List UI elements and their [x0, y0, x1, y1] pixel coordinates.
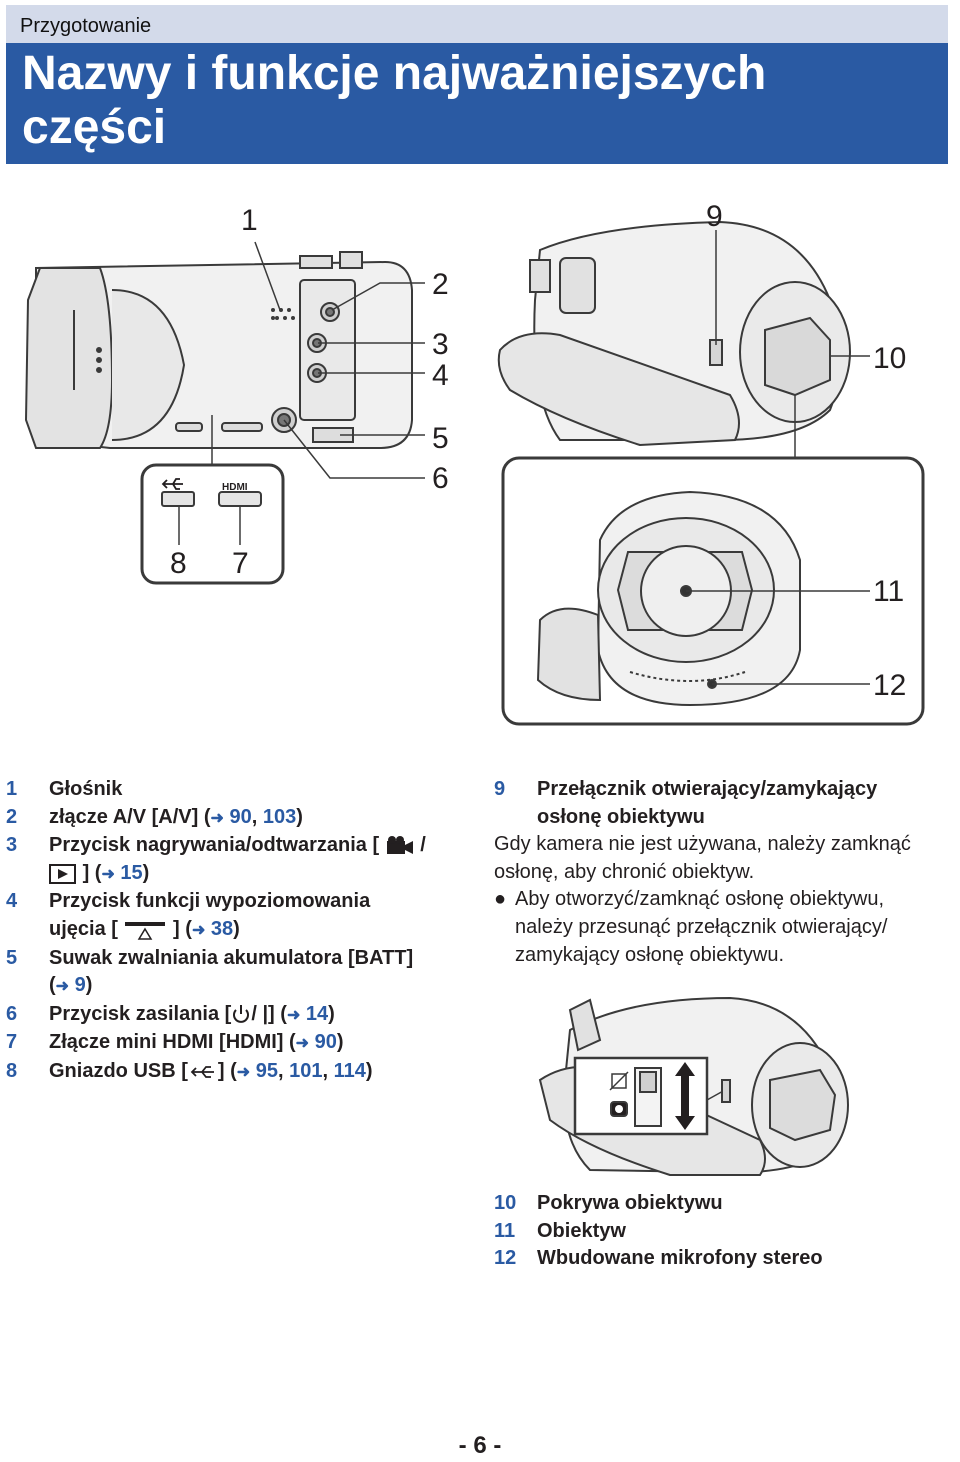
- item-number: 2: [6, 805, 18, 828]
- callout-7: 7: [232, 547, 249, 580]
- callout-5: 5: [432, 422, 449, 455]
- callout-9: 9: [706, 200, 723, 233]
- item-number: 5: [6, 946, 18, 969]
- page-ref-link[interactable]: 101: [289, 1059, 323, 1082]
- list-item: 1 Głośnik: [6, 776, 476, 804]
- page-title: Nazwy i funkcje najważniejszych części: [22, 47, 767, 154]
- item-number: 9: [494, 778, 506, 800]
- title-banner: Nazwy i funkcje najważniejszych części: [6, 43, 948, 164]
- page-ref-link[interactable]: 90: [314, 1031, 337, 1054]
- section-header: Przygotowanie: [6, 5, 948, 43]
- list-item: 4 Przycisk funkcji wypoziomowania ujęcia…: [6, 890, 371, 940]
- part9-note: Gdy kamera nie jest używana, należy zamk…: [494, 833, 911, 883]
- item-number: 1: [6, 778, 18, 800]
- list-item: 7 Złącze mini HDMI [HDMI] (➜ 90): [6, 1029, 476, 1058]
- list-item: 3 Przycisk nagrywania/odtwarzania [ / ] …: [6, 834, 426, 884]
- list-item: 11 Obiektyw: [494, 1218, 954, 1246]
- callout-1: 1: [241, 204, 258, 237]
- item-number: 8: [6, 1059, 18, 1082]
- arrow-icon: ➜: [295, 1035, 310, 1053]
- camera-front-view: [497, 220, 851, 447]
- page-ref-link[interactable]: 114: [333, 1059, 366, 1082]
- lens-switch-illustration: [538, 996, 849, 1176]
- callout-2: 2: [432, 268, 449, 301]
- item-number: 4: [6, 890, 18, 913]
- arrow-icon: ➜: [236, 1063, 251, 1081]
- list-item: 9 Przełącznik otwierający/zamykający osł…: [494, 778, 878, 828]
- callout-4: 4: [432, 359, 449, 392]
- list-item: 5 Suwak zwalniania akumulatora [BATT] (➜…: [6, 946, 414, 997]
- arrow-icon: ➜: [101, 865, 115, 883]
- item-number: 7: [6, 1031, 18, 1054]
- parts-list-left: 1 Głośnik 2 złącze A/V [A/V] (➜ 90, 103)…: [6, 776, 476, 1087]
- item-number: 11: [494, 1219, 516, 1242]
- item-label: Wbudowane mikrofony stereo: [537, 1247, 823, 1270]
- level-shot-icon: [125, 921, 166, 940]
- item-label: Głośnik: [49, 778, 123, 800]
- page-ref-link[interactable]: 9: [74, 974, 86, 997]
- play-icon: [49, 863, 76, 884]
- section-label: Przygotowanie: [20, 15, 152, 37]
- callout-6: 6: [432, 462, 449, 495]
- hdmi-port-label: HDMI: [222, 482, 248, 493]
- callout-3: 3: [432, 328, 449, 361]
- callout-10: 10: [873, 342, 906, 375]
- page-ref-link[interactable]: 90: [229, 805, 252, 828]
- list-item: 12 Wbudowane mikrofony stereo: [494, 1245, 954, 1273]
- page-ref-link[interactable]: 15: [120, 861, 143, 884]
- page-ref-link[interactable]: 14: [305, 1002, 329, 1025]
- camera-illustration: HDMI 1 2 3 4 5 6 7 8 9 10 11 12: [24, 200, 925, 726]
- item-number: 12: [494, 1247, 517, 1270]
- item-label: Obiektyw: [537, 1219, 626, 1242]
- list-item: 2 złącze A/V [A/V] (➜ 90, 103): [6, 804, 476, 833]
- list-item: 8 Gniazdo USB [] (➜ 95, 101, 114): [6, 1058, 476, 1087]
- bullet-icon: ●: [494, 888, 507, 911]
- page-ref-link[interactable]: 95: [255, 1059, 278, 1082]
- bullet-item: ● Aby otworzyć/zamknąć osłonę obiektywu,…: [494, 888, 888, 966]
- arrow-icon: ➜: [191, 921, 206, 939]
- list-item: 10 Pokrywa obiektywu: [494, 1190, 954, 1218]
- usb-icon: [190, 1065, 214, 1078]
- arrow-icon: ➜: [286, 1006, 301, 1024]
- item-number: 3: [6, 834, 18, 857]
- camera-side-view: [24, 251, 413, 449]
- page-ref-link[interactable]: 38: [210, 917, 234, 940]
- parts-list-right: 10 Pokrywa obiektywu 11 Obiektyw 12 Wbud…: [494, 1190, 954, 1273]
- part9-description: 9 Przełącznik otwierający/zamykający osł…: [494, 776, 954, 969]
- callout-12: 12: [873, 669, 906, 702]
- list-item: 6 Przycisk zasilania [/ |] (➜ 14): [6, 1001, 476, 1030]
- arrow-icon: ➜: [210, 809, 224, 827]
- page-ref-link[interactable]: 103: [262, 805, 297, 828]
- video-camera-icon: [386, 835, 413, 854]
- item-number: 6: [6, 1002, 18, 1025]
- callout-8: 8: [170, 547, 187, 580]
- power-icon: [233, 1005, 250, 1024]
- item-number: 10: [494, 1192, 517, 1214]
- item-label: Pokrywa obiektywu: [537, 1192, 723, 1214]
- arrow-icon: ➜: [55, 978, 70, 996]
- callout-11: 11: [873, 575, 904, 608]
- page-number: - 6 -: [458, 1432, 502, 1459]
